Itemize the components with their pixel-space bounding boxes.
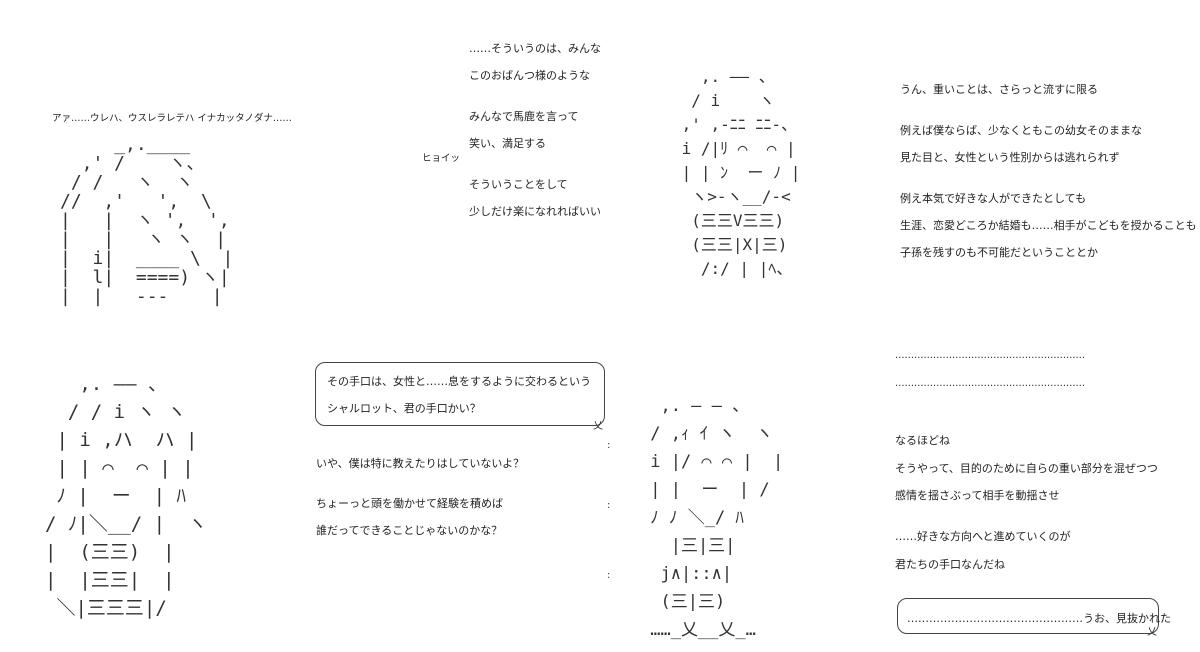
panel1-line-6: 少しだけ楽になれればいい (469, 205, 601, 218)
panel3-bubble-line-2: シャルロット、君の手口かい？ (327, 402, 481, 415)
panel1-line-5: そういうことをして (469, 178, 568, 191)
panel4-line-5: 君たちの手口なんだね (895, 558, 1005, 571)
panel3-bubble-line-1: その手口は、女性と……息をするように交わるという (327, 375, 591, 388)
panel4-bubble-text: …………………………………………うお、見抜かれた (907, 612, 1171, 625)
bubble-tail-icon-bottom: 乂 (1147, 627, 1157, 638)
panel3-line-1: いや、僕は特に教えたりはしていないよ？ (316, 457, 525, 470)
panel2-line-4: 例え本気で好きな人ができたとしても (900, 192, 1087, 205)
panel4-line-4: ……好きな方向へと進めていくのが (895, 530, 1071, 543)
panel1-line-1: ……そういうのは、みんな (469, 42, 601, 55)
panel2-line-5: 生涯、恋愛どころか結婚も……相手がこどもを授かることも (900, 219, 1197, 232)
panel1-ascii-art: _,.____ ,' / ヽ、 / / ヽ ヽ // ,' ', \ | | ヽ… (60, 134, 234, 307)
panel4-line-3: 感情を揺さぶって相手を動揺させ (895, 489, 1060, 502)
panel1-line-2: このおばんつ様のような (469, 69, 590, 82)
panel1-speech: アァ……ウレハ、ウスレラレテハ イナカッタノダナ…… (52, 113, 292, 124)
panel1-line-3: みんなで馬鹿を言って (469, 110, 579, 123)
panel4-ascii-art: ,. ― ― 、 / ,ｨ ｲ ヽ ヽ i |/ ⌒ ⌒ | | | | ー |… (650, 396, 784, 640)
panel4-dots-1: …………………………………………………… (895, 350, 1085, 361)
speech-bubble (315, 362, 605, 426)
panel3-line-3: 誰だってできることじゃないのかな？ (316, 524, 503, 537)
panel3-line-2: ちょーっと頭を働かせて経験を積めば (316, 497, 503, 510)
panel3-ascii-art: ,. ―― 、 / / i ヽ ヽ | i ,ハ ハ | | | ⌒ ⌒ | |… (45, 373, 207, 619)
bubble-tail-icon: 乂 (593, 421, 603, 432)
panel2-line-2: 例えば僕ならば、少なくともこの幼女そのままな (900, 124, 1142, 137)
panel2-line-1: うん、重いことは、さらっと流すに限る (900, 83, 1098, 96)
panel4-dots-2: …………………………………………………… (895, 378, 1085, 389)
panel4-line-2: そうやって、目的のために自らの重い部分を混ぜつつ (895, 462, 1158, 475)
panel1-sfx: ヒョイッ (422, 153, 461, 164)
panel4-line-1: なるほどね (895, 434, 950, 447)
panel2-ascii-art: ,. ―― 、 / i ヽ ,' ,-ﾆﾆ ﾆﾆ-、 i /|ﾘ ⌒ ⌒ | |… (681, 67, 801, 278)
panel2-line-3: 見た目と、女性という性別からは逃れられず (900, 151, 1120, 164)
panel1-line-4: 笑い、満足する (469, 137, 546, 150)
panel2-line-6: 子孫を残すのも不可能だということとか (900, 246, 1098, 259)
speech-bubble-bottom (897, 598, 1159, 634)
